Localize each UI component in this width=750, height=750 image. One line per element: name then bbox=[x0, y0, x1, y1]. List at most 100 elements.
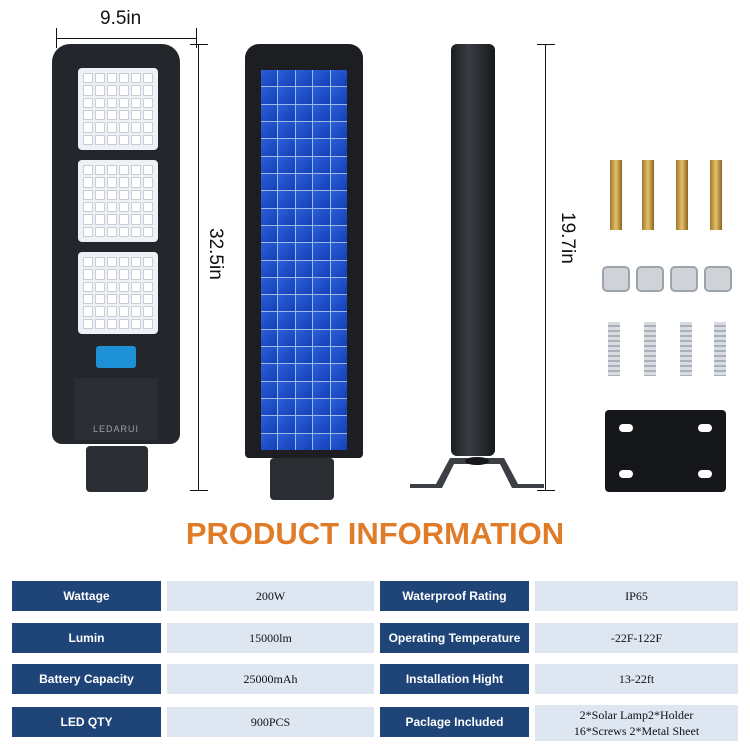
solar-cell bbox=[330, 225, 347, 243]
spec-value-wattage: 200W bbox=[167, 581, 374, 611]
solar-cell bbox=[330, 70, 347, 87]
solar-cell bbox=[278, 399, 295, 416]
solar-cell bbox=[330, 156, 347, 173]
solar-cell bbox=[313, 312, 330, 329]
solar-cell bbox=[313, 295, 330, 312]
height-dimension-tick-bottom bbox=[190, 490, 208, 491]
solar-cell bbox=[313, 173, 330, 191]
lamp-heatsink bbox=[74, 378, 158, 440]
solar-cell bbox=[313, 139, 330, 156]
spec-label-battery-capacity: Battery Capacity bbox=[12, 664, 161, 694]
solar-cell bbox=[295, 399, 313, 416]
solar-cell bbox=[313, 329, 330, 347]
solar-cell bbox=[261, 329, 278, 347]
solar-cell bbox=[278, 121, 295, 139]
solar-cell bbox=[261, 139, 278, 156]
solar-cell bbox=[278, 347, 295, 364]
solar-cell bbox=[313, 243, 330, 260]
solar-cell bbox=[330, 399, 347, 416]
solar-cell bbox=[278, 295, 295, 312]
solar-cell bbox=[330, 364, 347, 381]
solar-cell bbox=[295, 208, 313, 225]
screw-icon bbox=[608, 322, 620, 376]
pole-dimension-label: 19.7in bbox=[557, 212, 578, 264]
solar-cell bbox=[261, 260, 278, 277]
nut-icon bbox=[636, 266, 664, 292]
solar-cell bbox=[313, 191, 330, 208]
solar-cell bbox=[278, 312, 295, 329]
spec-value-package-included: 2*Solar Lamp2*Holder 16*Screws 2*Metal S… bbox=[535, 705, 738, 741]
spec-value-installation-height: 13-22ft bbox=[535, 664, 738, 694]
nut-icon bbox=[670, 266, 698, 292]
height-dimension-line bbox=[198, 44, 199, 490]
solar-cell bbox=[261, 433, 278, 450]
solar-cell bbox=[261, 347, 278, 364]
solar-cell bbox=[278, 433, 295, 450]
solar-cell bbox=[295, 225, 313, 243]
solar-cell bbox=[313, 277, 330, 295]
solar-cell bbox=[278, 381, 295, 399]
solar-cell bbox=[261, 381, 278, 399]
solar-cell bbox=[295, 156, 313, 173]
solar-cell bbox=[278, 329, 295, 347]
solar-cell bbox=[313, 364, 330, 381]
solar-cell bbox=[295, 329, 313, 347]
solar-cell bbox=[295, 312, 313, 329]
metal-sheet-bracket bbox=[605, 410, 726, 492]
solar-cell bbox=[278, 104, 295, 121]
width-dimension-tick-left bbox=[56, 28, 57, 48]
spec-value-waterproof: IP65 bbox=[535, 581, 738, 611]
solar-cell bbox=[330, 312, 347, 329]
solar-cell bbox=[261, 312, 278, 329]
solar-cell bbox=[261, 87, 278, 104]
solar-cell bbox=[261, 173, 278, 191]
nut-icon bbox=[704, 266, 732, 292]
solar-cell bbox=[295, 277, 313, 295]
solar-cell bbox=[330, 208, 347, 225]
spec-label-lumin: Lumin bbox=[12, 623, 161, 653]
solar-cell bbox=[261, 225, 278, 243]
screw-icon bbox=[644, 322, 656, 376]
solar-cell bbox=[261, 104, 278, 121]
solar-cell bbox=[313, 156, 330, 173]
solar-cell bbox=[261, 208, 278, 225]
nut-icon bbox=[602, 266, 630, 292]
solar-cell bbox=[295, 260, 313, 277]
solar-cell bbox=[278, 191, 295, 208]
width-dimension-line bbox=[56, 38, 196, 39]
solar-cell bbox=[295, 191, 313, 208]
solar-cell bbox=[278, 87, 295, 104]
pole-dimension-tick-bottom bbox=[537, 490, 555, 491]
solar-cell bbox=[295, 121, 313, 139]
solar-cell bbox=[295, 433, 313, 450]
solar-cell bbox=[261, 156, 278, 173]
width-dimension-tick-right bbox=[196, 28, 197, 48]
solar-cell bbox=[313, 416, 330, 433]
solar-cell bbox=[330, 139, 347, 156]
package-included-line1: 2*Solar Lamp2*Holder bbox=[579, 708, 694, 722]
spec-value-operating-temperature: -22F-122F bbox=[535, 623, 738, 653]
expansion-bolt-icon bbox=[710, 160, 722, 230]
solar-cell bbox=[261, 121, 278, 139]
solar-cell bbox=[330, 243, 347, 260]
solar-cell bbox=[313, 399, 330, 416]
solar-cell bbox=[330, 433, 347, 450]
solar-cell bbox=[330, 260, 347, 277]
solar-cell bbox=[295, 87, 313, 104]
spec-label-waterproof: Waterproof Rating bbox=[380, 581, 529, 611]
height-dimension-label: 32.5in bbox=[205, 228, 226, 280]
spec-value-battery-capacity: 25000mAh bbox=[167, 664, 374, 694]
pole-dimension-line bbox=[545, 44, 546, 490]
spec-label-wattage: Wattage bbox=[12, 581, 161, 611]
solar-cell bbox=[278, 173, 295, 191]
solar-cell bbox=[278, 70, 295, 87]
expansion-bolt-icon bbox=[642, 160, 654, 230]
width-dimension-label: 9.5in bbox=[100, 8, 142, 29]
pole-dimension-tick-top bbox=[537, 44, 555, 45]
led-module-bottom bbox=[78, 252, 158, 334]
solar-cell bbox=[313, 347, 330, 364]
solar-cell bbox=[261, 191, 278, 208]
solar-cell bbox=[261, 295, 278, 312]
solar-cell bbox=[278, 277, 295, 295]
solar-cell bbox=[330, 381, 347, 399]
